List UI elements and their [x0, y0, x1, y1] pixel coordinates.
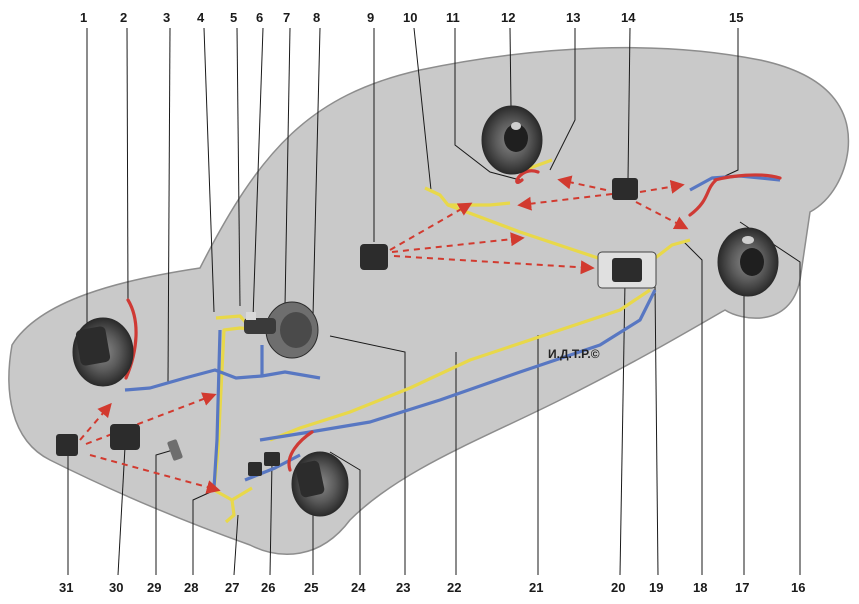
callout-5: 5 [230, 10, 237, 25]
callout-9: 9 [367, 10, 374, 25]
bleeder-29-icon [167, 439, 183, 461]
callout-13: 13 [566, 10, 580, 25]
bracket-14-icon [612, 178, 638, 200]
callout-6: 6 [256, 10, 263, 25]
red-dashed-arrows [79, 175, 689, 494]
callout-19: 19 [649, 580, 663, 595]
regulator-bracket-9-icon [360, 244, 388, 270]
callout-4: 4 [197, 10, 205, 25]
top-leader-lines [86, 27, 739, 383]
front-left-brake-icon [72, 317, 134, 387]
pressure-regulator-icon [597, 251, 657, 289]
callout-3: 3 [163, 10, 170, 25]
callout-26: 26 [261, 580, 275, 595]
tee-connector-26-icon [248, 452, 280, 476]
callout-11: 11 [446, 10, 460, 25]
callout-22: 22 [447, 580, 461, 595]
callout-10: 10 [403, 10, 417, 25]
rear-left-brake-disc-icon [481, 105, 543, 175]
callout-8: 8 [313, 10, 320, 25]
callout-numbers-bottom: 31 30 29 28 27 26 25 24 23 22 21 20 19 1… [59, 580, 805, 595]
callout-31: 31 [59, 580, 73, 595]
master-cylinder-booster-icon [244, 301, 319, 359]
callout-2: 2 [120, 10, 127, 25]
callout-25: 25 [304, 580, 318, 595]
callout-27: 27 [225, 580, 239, 595]
callout-15: 15 [729, 10, 743, 25]
callout-1: 1 [80, 10, 87, 25]
callout-14: 14 [621, 10, 636, 25]
callout-21: 21 [529, 580, 543, 595]
callout-28: 28 [184, 580, 198, 595]
callout-30: 30 [109, 580, 123, 595]
rear-right-brake-disc-icon [717, 227, 779, 297]
bottom-leader-lines [67, 221, 801, 576]
bracket-31-icon [56, 434, 78, 456]
callout-29: 29 [147, 580, 161, 595]
callout-17: 17 [735, 580, 749, 595]
callout-18: 18 [693, 580, 707, 595]
callout-24: 24 [351, 580, 366, 595]
front-right-brake-icon [291, 451, 349, 517]
callout-16: 16 [791, 580, 805, 595]
callout-20: 20 [611, 580, 625, 595]
callout-12: 12 [501, 10, 515, 25]
bracket-30-icon [110, 424, 140, 450]
callout-7: 7 [283, 10, 290, 25]
car-body-silhouette [8, 46, 850, 555]
callout-numbers-top: 1 2 3 4 5 6 7 8 9 10 11 12 13 14 15 [80, 10, 743, 25]
copyright-mark: И.Д.Т.Р.© [548, 347, 600, 361]
callout-23: 23 [396, 580, 410, 595]
